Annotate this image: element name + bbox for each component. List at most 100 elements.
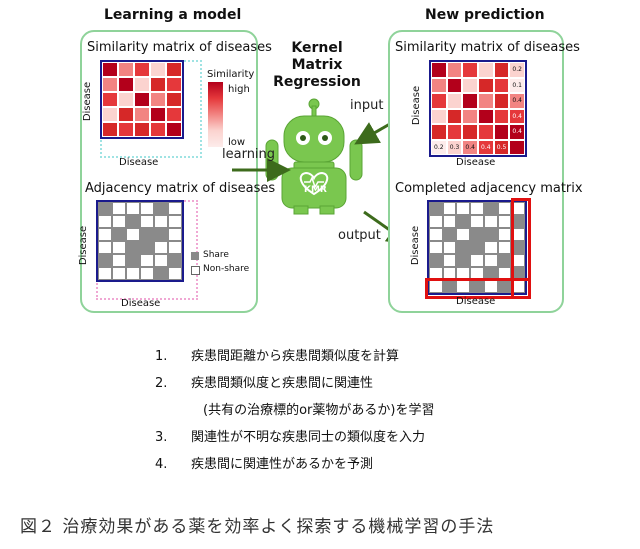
share-cell: [470, 228, 484, 241]
nonshare-cell: [470, 254, 484, 267]
completed-x-label: Disease: [456, 296, 496, 307]
similarity-cell: [118, 107, 134, 122]
nonshare-cell: [429, 228, 443, 241]
share-cell: [126, 241, 140, 254]
similarity-cell: [509, 139, 525, 155]
learning-label: learning: [222, 147, 276, 162]
similarity-cell: [446, 93, 463, 109]
nonshare-cell: [497, 202, 512, 215]
nonshare-cell: [126, 267, 140, 280]
similarity-cell: [150, 62, 166, 77]
similarity-cell: [446, 77, 463, 93]
nonshare-cell: [483, 215, 498, 228]
new-similarity-cell: 0.1: [509, 77, 525, 93]
right-title: New prediction: [425, 7, 545, 23]
similarity-cell: [134, 122, 150, 137]
similarity-cell: [462, 62, 478, 78]
left-sim-title: Similarity matrix of diseases: [87, 40, 272, 55]
similarity-cell: [102, 62, 118, 77]
share-cell: [483, 202, 498, 215]
share-cell: [168, 254, 182, 267]
similarity-cell: [462, 93, 478, 109]
similarity-cell: [431, 124, 447, 140]
nonshare-cell: [140, 215, 154, 228]
share-cell: [483, 228, 498, 241]
similarity-cell: [134, 62, 150, 77]
step-text: 疾患間類似度と疾患間に関連性: [191, 376, 374, 391]
left-adj-title: Adjacency matrix of diseases: [85, 181, 276, 196]
left-title: Learning a model: [104, 7, 242, 23]
similarity-cell: [462, 124, 478, 140]
share-cell: [126, 215, 140, 228]
new-similarity-cell: 0.3: [446, 139, 463, 155]
similarity-cell: [478, 108, 494, 124]
similarity-cell: [166, 92, 182, 107]
share-cell: [126, 254, 140, 267]
nonshare-cell: [126, 202, 140, 215]
nonshare-cell: [112, 254, 126, 267]
nonshare-cell: [456, 228, 471, 241]
nonshare-cell: [442, 241, 457, 254]
share-cell: [98, 254, 112, 267]
similarity-cell: [431, 93, 447, 109]
new-similarity-cell: 0.4: [509, 93, 525, 109]
legend-high: high: [228, 84, 250, 95]
similarity-cell: [446, 62, 463, 78]
nonshare-cell: [154, 215, 168, 228]
nonshare-cell: [442, 215, 457, 228]
similarity-cell: [493, 108, 510, 124]
share-cell: [429, 202, 443, 215]
step-2-continued: (共有の治療標的or薬物があるか)を学習: [155, 397, 555, 424]
similarity-cell: [166, 107, 182, 122]
step-text: (共有の治療標的or薬物があるか)を学習: [203, 403, 435, 418]
similarity-cell: [118, 122, 134, 137]
new-similarity-cell: 0.5: [493, 139, 510, 155]
nonshare-label: Non-share: [203, 264, 250, 274]
robot-label: KMR: [304, 185, 327, 195]
nonshare-cell: [168, 215, 182, 228]
nonshare-cell: [429, 215, 443, 228]
step-number: 1.: [155, 349, 168, 364]
new-similarity-cell: 0.2: [509, 62, 525, 78]
share-cell: [154, 228, 168, 241]
step-text: 関連性が不明な疾患同士の類似度を入力: [191, 430, 426, 445]
legend-title: Similarity: [207, 69, 255, 80]
nonshare-cell: [497, 241, 512, 254]
share-cell: [140, 228, 154, 241]
similarity-cell: [446, 108, 463, 124]
share-cell: [456, 254, 471, 267]
similarity-cell: [478, 62, 494, 78]
similarity-cell: [118, 77, 134, 92]
share-cell: [98, 202, 112, 215]
nonshare-cell: [442, 202, 457, 215]
nonshare-cell: [168, 241, 182, 254]
steps-list: 1.疾患間距離から疾患間類似度を計算 2.疾患間類似度と疾患間に関連性 (共有の…: [155, 343, 555, 478]
completed-adjacency-matrix: [427, 200, 527, 295]
left-sim-x-label: Disease: [119, 157, 159, 168]
similarity-cell: [462, 77, 478, 93]
completed-y-label: Disease: [410, 225, 422, 266]
similarity-cell: [102, 77, 118, 92]
share-cell: [470, 241, 484, 254]
step-number: [155, 397, 203, 424]
nonshare-cell: [168, 267, 182, 280]
kmr-title: Kernel Matrix Regression: [272, 40, 362, 91]
similarity-cell: [446, 124, 463, 140]
similarity-cell: [102, 107, 118, 122]
share-cell: [497, 254, 512, 267]
left-adjacency-matrix: [96, 200, 184, 282]
share-cell: [140, 241, 154, 254]
input-label: input: [350, 98, 384, 113]
nonshare-cell: [140, 202, 154, 215]
nonshare-cell: [497, 228, 512, 241]
similarity-cell: [431, 62, 447, 78]
similarity-cell: [134, 92, 150, 107]
kmr-line-1: Kernel: [291, 40, 343, 56]
similarity-cell: [134, 77, 150, 92]
share-cell: [429, 254, 443, 267]
figure-caption: 図２ 治療効果がある薬を効率よく探索する機械学習の手法: [20, 517, 495, 537]
similarity-cell: [102, 92, 118, 107]
nonshare-cell: [470, 215, 484, 228]
new-similarity-cell: 0.4: [509, 124, 525, 140]
